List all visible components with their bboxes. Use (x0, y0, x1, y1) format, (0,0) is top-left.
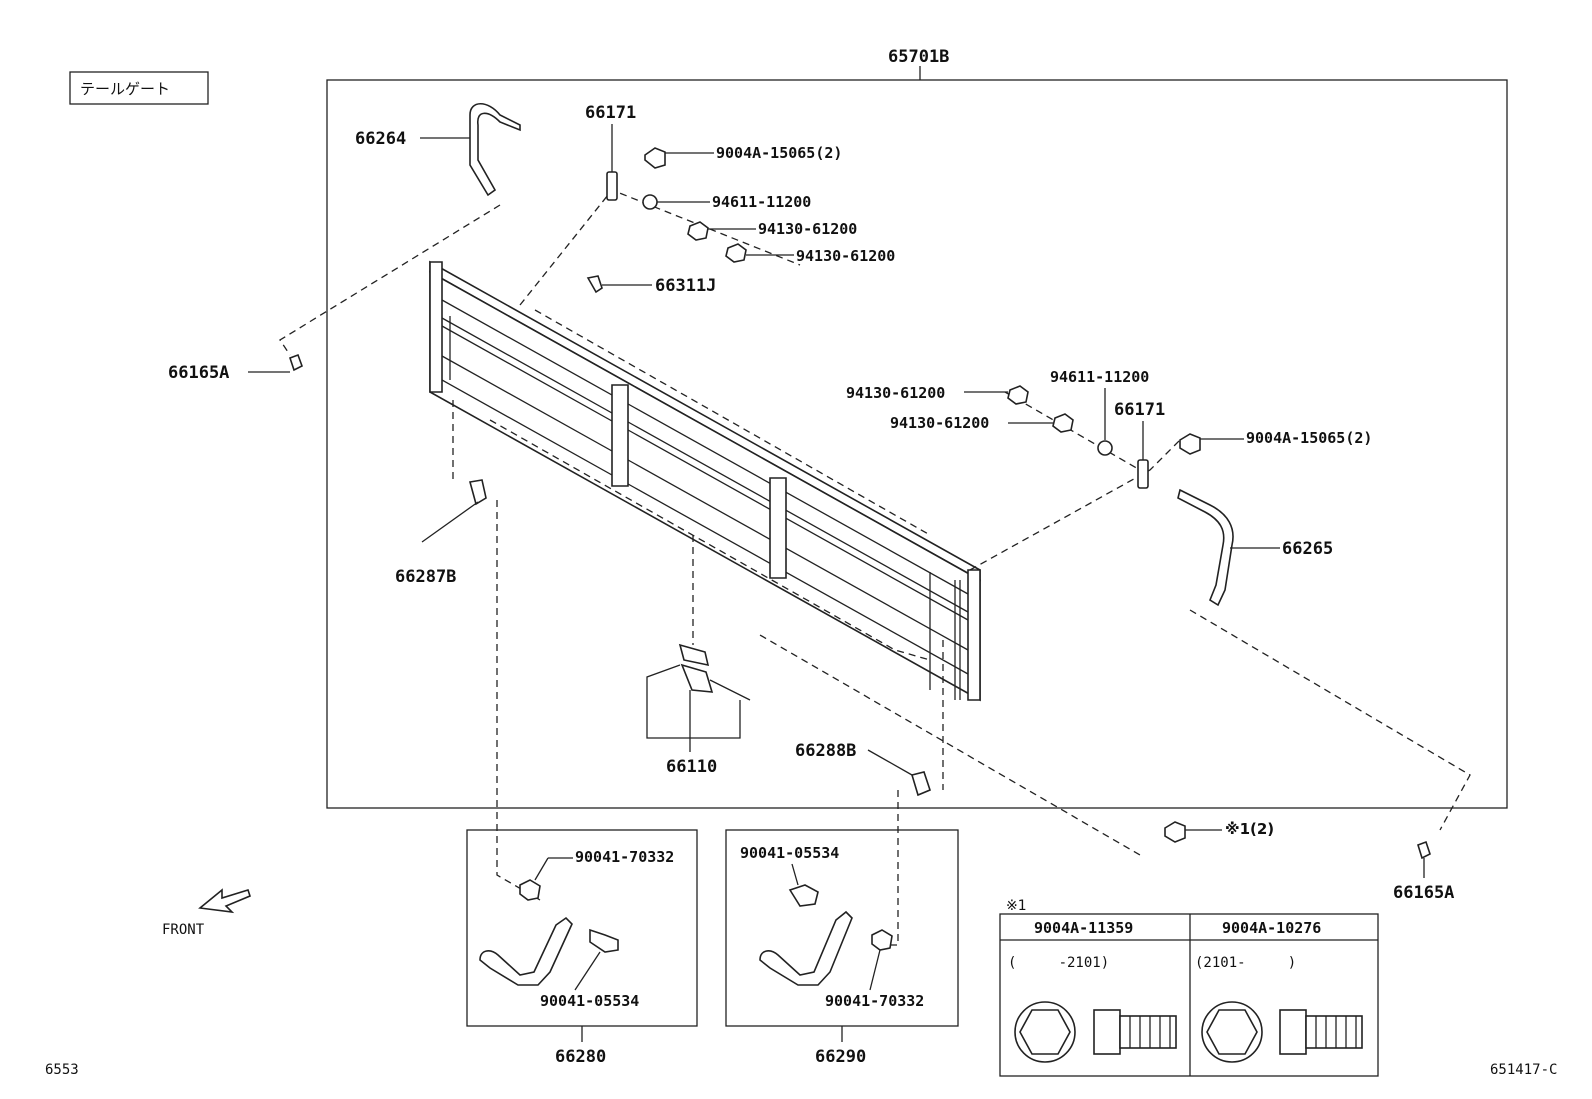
footer-right: 651417-C (1490, 1062, 1557, 1078)
label-66165a-left: 66165A (168, 363, 229, 383)
note-mark: ※1 (1006, 898, 1027, 914)
hose-66280 (479, 916, 573, 986)
label-94130-right-b: 94130-61200 (890, 414, 989, 432)
label-9004a-right: 9004A-15065(2) (1246, 429, 1372, 447)
nut-94130-left-a (687, 221, 709, 241)
label-66171-right: 66171 (1114, 400, 1165, 420)
note-col2-part: 9004A-10276 (1222, 919, 1321, 937)
assembly-lines (279, 189, 1471, 946)
label-66288b: 66288B (795, 741, 856, 761)
assembly-frame (326, 79, 1508, 809)
label-94130-right-a: 94130-61200 (846, 384, 945, 402)
front-label: FRONT (162, 922, 205, 938)
bolt-9004a-left (644, 147, 666, 169)
washer-94611-left (642, 194, 658, 210)
nut-94130-left-b (725, 243, 747, 263)
label-94611-left: 94611-11200 (712, 193, 811, 211)
nut-94130-right-b (1052, 413, 1074, 433)
label-66171-left: 66171 (585, 103, 636, 123)
bolt-9004a-right (1179, 433, 1201, 455)
label-9004a-left: 9004A-15065(2) (716, 144, 842, 162)
bracket-66287b (468, 479, 487, 506)
box-66280-upper-label: 90041-70332 (575, 848, 674, 866)
label-94130-left-a: 94130-61200 (758, 220, 857, 238)
label-66110: 66110 (666, 757, 717, 777)
cap-66165a-left (288, 353, 303, 372)
footer-left: 6553 (45, 1062, 79, 1078)
label-66265: 66265 (1282, 539, 1333, 559)
washer-94611-right (1097, 440, 1113, 456)
bracket-66171-left (606, 171, 618, 201)
handle-66265 (1177, 488, 1234, 607)
title-box-label: テールゲート (80, 80, 170, 98)
assembly-label: 65701B (888, 47, 949, 67)
latch-66110 (678, 643, 751, 701)
bolt-note (1164, 821, 1186, 843)
tailgate-panel (429, 260, 981, 702)
label-66165a-right: 66165A (1393, 883, 1454, 903)
label-66264: 66264 (355, 129, 406, 149)
label-66311j: 66311J (655, 276, 716, 296)
bolt-9004a-10276-icon (1201, 1001, 1363, 1063)
bolt-9004a-11359-icon (1014, 1001, 1177, 1063)
box-66290-lower-label: 90041-70332 (825, 992, 924, 1010)
box-66280-lower-label: 90041-05534 (540, 992, 639, 1010)
cap-66165a-right (1417, 840, 1431, 860)
label-94130-left-b: 94130-61200 (796, 247, 895, 265)
note-col1-range: ( -2101) (1008, 955, 1109, 971)
handle-66264 (469, 102, 521, 197)
nut-94130-right-a (1007, 385, 1029, 405)
label-66280: 66280 (555, 1047, 606, 1067)
label-note-ref: ※1(2) (1225, 820, 1274, 838)
label-94611-right: 94611-11200 (1050, 368, 1149, 386)
front-arrow-icon (198, 888, 251, 914)
clip-66311j (586, 275, 603, 294)
title-box (69, 71, 209, 105)
bracket-66288b (910, 771, 931, 797)
box-66290-upper-label: 90041-05534 (740, 844, 839, 862)
label-66290: 66290 (815, 1047, 866, 1067)
note-col1-part: 9004A-11359 (1034, 919, 1133, 937)
note-col2-range: (2101- ) (1195, 955, 1296, 971)
label-66287b: 66287B (395, 567, 456, 587)
note-table (999, 913, 1379, 1077)
bracket-66171-right (1137, 459, 1149, 489)
hose-66290 (759, 910, 853, 986)
